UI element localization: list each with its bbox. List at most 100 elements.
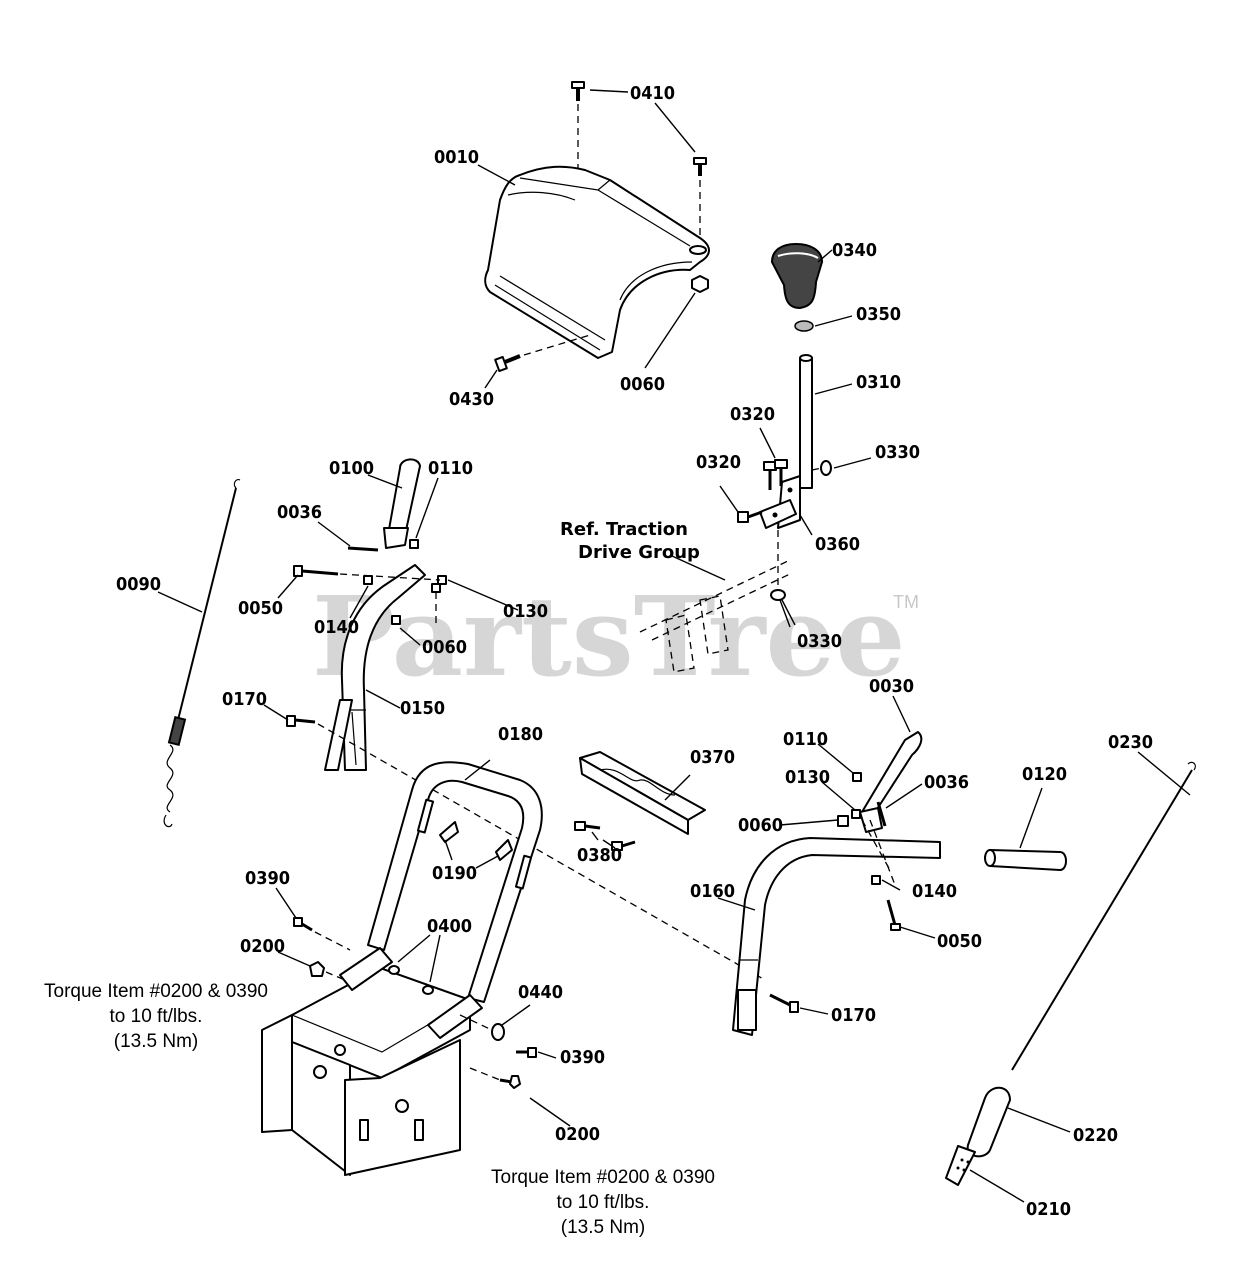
label-0036-b: 0036 <box>924 772 969 793</box>
washer-0350 <box>794 320 814 332</box>
nut-0060-top <box>691 275 709 293</box>
torque-note-bottom: Torque Item #0200 & 0390 to 10 ft/lbs. (… <box>491 1167 715 1238</box>
screw-0410-right <box>693 157 707 176</box>
washer-0440 <box>491 1023 505 1041</box>
label-0060-top: 0060 <box>620 374 665 395</box>
screw-0410-top <box>571 81 585 101</box>
upper-handle-0180 <box>367 759 543 1003</box>
label-0110-b: 0110 <box>783 729 828 750</box>
label-0200-b: 0200 <box>555 1124 600 1145</box>
label-0320-a: 0320 <box>730 404 775 425</box>
bolt-0320-b <box>774 459 788 486</box>
label-0380: 0380 <box>577 845 622 866</box>
nut-0330-a <box>820 460 832 476</box>
torque-note-bottom-line2: to 10 ft/lbs. <box>557 1192 650 1213</box>
label-0370: 0370 <box>690 747 735 768</box>
label-0130-b: 0130 <box>785 767 830 788</box>
label-0410: 0410 <box>630 83 675 104</box>
torque-note-left-line2: to 10 ft/lbs. <box>110 1006 203 1027</box>
torque-note-left-line3: (13.5 Nm) <box>114 1031 198 1052</box>
spacer-0140-a <box>363 575 373 585</box>
label-0170-a: 0170 <box>222 689 267 710</box>
label-0310: 0310 <box>856 372 901 393</box>
pin-0036-b <box>876 801 887 827</box>
reference-label: Ref. Traction Drive Group <box>560 519 700 563</box>
guide-bracket-0370 <box>574 751 706 851</box>
bushing-0110-b <box>852 772 862 782</box>
bracket-0360 <box>759 475 801 529</box>
label-0220: 0220 <box>1073 1125 1118 1146</box>
grip-0220 <box>966 1086 1011 1158</box>
label-0230: 0230 <box>1108 732 1153 753</box>
label-0090: 0090 <box>116 574 161 595</box>
label-0150: 0150 <box>400 698 445 719</box>
bolt-0050-b <box>886 899 901 931</box>
screw-0390-b <box>516 1047 537 1058</box>
label-0050-b: 0050 <box>937 931 982 952</box>
rod-0310 <box>799 357 813 489</box>
torque-note-bottom-line1: Torque Item #0200 & 0390 <box>491 1167 715 1188</box>
reference-line1: Ref. Traction <box>560 519 688 540</box>
label-0430: 0430 <box>449 389 494 410</box>
handle-tube-0150 <box>340 564 426 771</box>
screw-0200-b <box>499 1075 521 1089</box>
label-0110-a: 0110 <box>428 458 473 479</box>
label-0160: 0160 <box>690 881 735 902</box>
bushing-0110-a <box>409 539 419 549</box>
label-0036-a: 0036 <box>277 502 322 523</box>
label-0170-b: 0170 <box>831 1005 876 1026</box>
right-handle-assembly <box>717 695 941 1036</box>
label-0200-a: 0200 <box>240 936 285 957</box>
label-0140-b: 0140 <box>912 881 957 902</box>
grip-0120 <box>984 787 1067 871</box>
label-0130-a: 0130 <box>503 601 548 622</box>
label-0320-b: 0320 <box>696 452 741 473</box>
label-0030: 0030 <box>869 676 914 697</box>
label-0190: 0190 <box>432 863 477 884</box>
knob-0340 <box>770 242 824 310</box>
washer-0400-a <box>388 965 400 975</box>
bolt-0170-b <box>769 993 799 1013</box>
nut-0060-b <box>431 583 441 593</box>
knob-0190-a <box>439 821 459 843</box>
label-0330-a: 0330 <box>875 442 920 463</box>
pin-0036-a <box>347 546 379 552</box>
screw-0390-a <box>293 917 313 932</box>
label-0330-b: 0330 <box>797 631 842 652</box>
label-0340: 0340 <box>832 240 877 261</box>
cable-0090 <box>157 479 241 828</box>
label-0390-a: 0390 <box>245 868 290 889</box>
cable-0230 <box>945 751 1196 1203</box>
label-0400: 0400 <box>427 916 472 937</box>
nut-0060-c <box>837 815 849 827</box>
label-0120: 0120 <box>1022 764 1067 785</box>
knob-0190-b <box>495 839 513 861</box>
bolt-0320-c <box>737 510 763 523</box>
part-labels: 0410 0010 0340 0350 0060 0430 0310 0320 … <box>116 83 1153 1220</box>
label-0060-b: 0060 <box>422 637 467 658</box>
cover-assembly <box>477 81 710 389</box>
nut-0330-b <box>770 589 786 601</box>
cover-0010 <box>484 165 710 359</box>
screw-0200-a <box>309 961 325 977</box>
screw-0430 <box>494 354 521 373</box>
label-0390-b: 0390 <box>560 1047 605 1068</box>
label-0050-a: 0050 <box>238 598 283 619</box>
label-0360: 0360 <box>815 534 860 555</box>
bolt-0380-a <box>574 821 601 831</box>
label-0010: 0010 <box>434 147 479 168</box>
torque-note-left-line1: Torque Item #0200 & 0390 <box>44 981 268 1002</box>
label-0350: 0350 <box>856 304 901 325</box>
torque-note-left: Torque Item #0200 & 0390 to 10 ft/lbs. (… <box>44 981 268 1052</box>
label-0440: 0440 <box>518 982 563 1003</box>
label-0210: 0210 <box>1026 1199 1071 1220</box>
bolt-0170-a <box>286 715 316 727</box>
grip-0210 <box>945 1145 976 1186</box>
watermark-tm: TM <box>893 592 919 612</box>
washer-0400-b <box>422 985 434 995</box>
spacer-0140-b <box>871 875 881 885</box>
lever-0030 <box>861 731 923 821</box>
label-0060-c: 0060 <box>738 815 783 836</box>
label-0100: 0100 <box>329 458 374 479</box>
